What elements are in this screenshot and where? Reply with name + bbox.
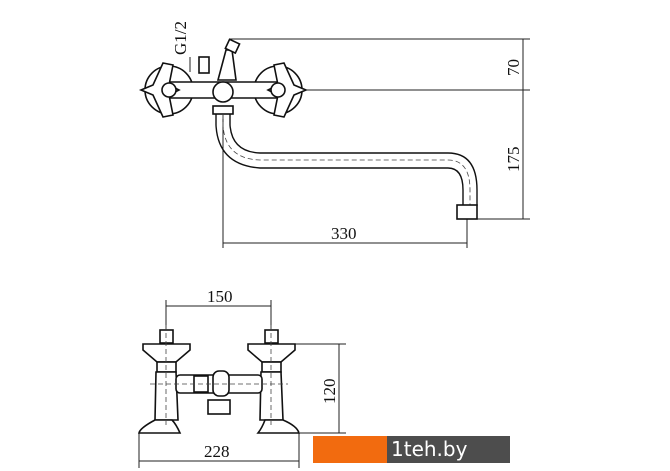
inlet-stub: [198, 56, 210, 74]
logo-text: 1teh.by: [387, 436, 510, 463]
diverter-knob: [224, 38, 241, 55]
diverter-lever: [216, 49, 237, 81]
dim-70: 70: [504, 59, 523, 76]
left-handle-cap: [161, 82, 177, 98]
left-cross-handle: [138, 62, 181, 118]
spout-nut: [212, 105, 234, 115]
logo-accent: [313, 436, 387, 463]
front-view: 150 120 228: [138, 287, 346, 468]
dim-228: 228: [204, 442, 230, 461]
right-handle-cap: [270, 82, 286, 98]
central-body: [212, 81, 234, 103]
spout: [229, 114, 478, 206]
dim-330: 330: [331, 224, 357, 243]
dim-175: 175: [504, 147, 523, 173]
thread-label: G1/2: [171, 21, 190, 55]
watermark-logo: 1teh.by: [313, 436, 510, 463]
dim-120: 120: [320, 379, 339, 405]
top-view: G1/2 70 175 330: [138, 21, 530, 248]
diverter-body: [212, 370, 230, 397]
left-valve: [138, 329, 191, 434]
right-cross-handle: [266, 62, 309, 118]
aerator: [456, 204, 478, 220]
dim-150: 150: [207, 287, 233, 306]
shower-outlet: [207, 399, 231, 415]
